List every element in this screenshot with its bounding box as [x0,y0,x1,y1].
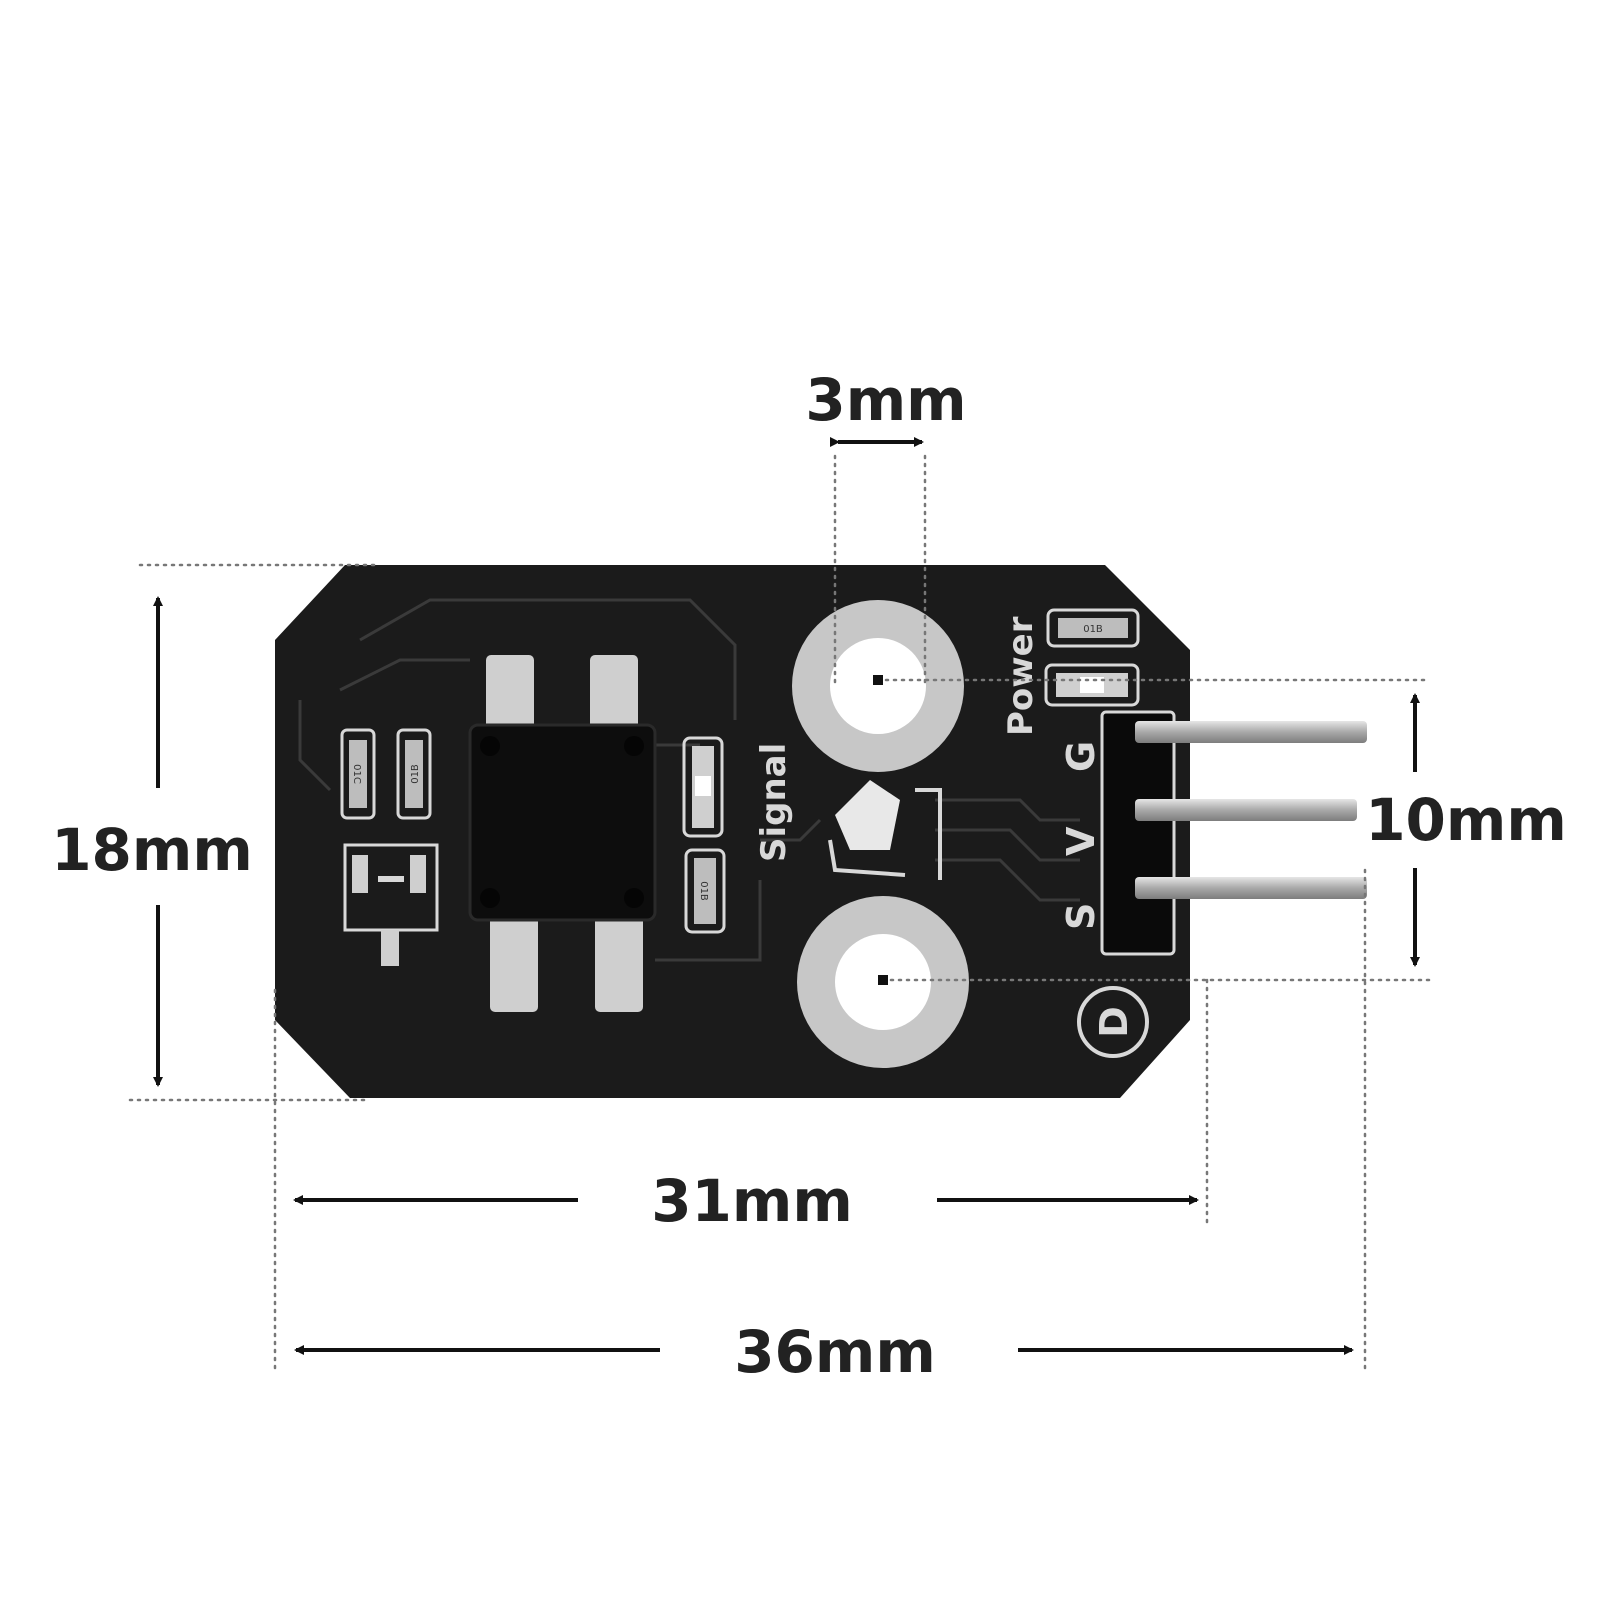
resistor-r1: 01C [340,728,376,820]
signal-label: Signal [754,743,794,862]
pin-label-g: G [1059,741,1103,772]
pcb-board: 01C 01B 01B Signal [275,565,1367,1098]
resistor-code: 01B [410,764,421,784]
ic-pad [590,655,638,735]
resistor-r2: 01B [396,728,432,820]
board-width-label: 31mm [651,1167,853,1235]
ic-pad [486,655,534,735]
resistor-code: 01B [698,881,709,901]
resistor-code: 01C [351,764,362,784]
overall-width-label: 36mm [734,1318,936,1386]
ic-body [468,723,657,922]
resistor-r3: 01B [684,848,726,934]
digital-mark: D [1092,1006,1136,1038]
guide-lines [128,454,1437,1372]
digital-marker: D [1077,986,1149,1058]
transistor [343,843,439,966]
dimension-board-width: 31mm [293,1167,1199,1235]
sensor-ic [468,655,657,1012]
dimension-hole-spacing: 10mm [1365,693,1567,967]
brand-logo [828,780,942,880]
mounting-hole-top [792,600,964,772]
header-pin-g [1135,721,1367,743]
dimension-overall-width: 36mm [294,1318,1354,1386]
ic-pad [490,912,538,1012]
dimension-hole-diameter: 3mm [805,366,967,447]
power-label: Power [1001,616,1041,736]
dimension-board-height: 18mm [51,596,253,1087]
pin-label-s: S [1059,903,1103,930]
resistor-code: 01B [1083,624,1103,635]
pin-header [1100,710,1367,956]
ic-pad [595,912,643,1012]
hole-spacing-label: 10mm [1365,786,1567,854]
header-pin-s [1135,877,1367,899]
pcb-traces [298,598,1080,962]
header-pin-v [1135,799,1357,821]
header-housing [1100,710,1176,956]
board-height-label: 18mm [51,816,253,884]
pin-label-v: V [1059,826,1103,856]
signal-led [682,736,724,838]
resistor-r4: 01B [1046,608,1140,648]
hole-diameter-label: 3mm [805,366,966,434]
